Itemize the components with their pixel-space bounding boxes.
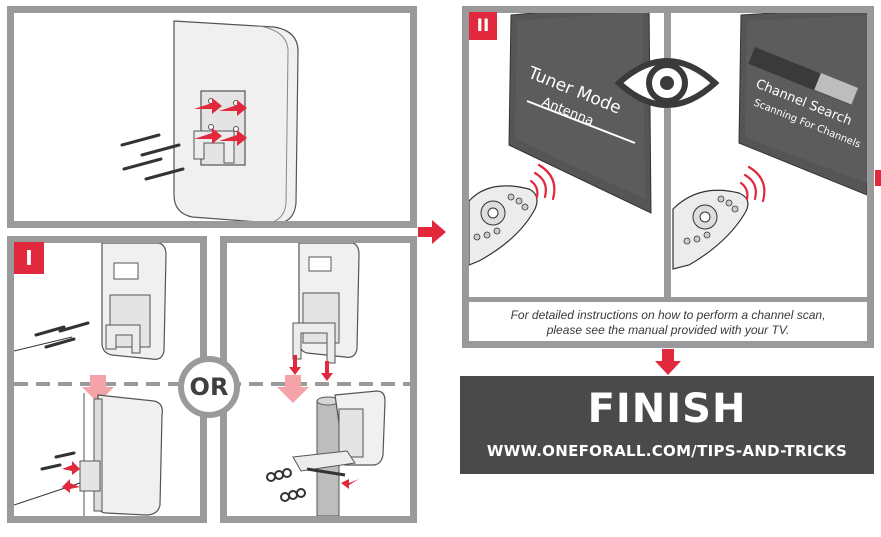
note-line-2: please see the manual provided with your… [546,323,790,337]
bracket-mount-illustration [120,20,299,221]
panel-channel-scan: Tuner Mode Antenna Channel Search Scanni… [462,6,874,304]
arrow-down-icon [655,349,681,375]
eye-icon [614,58,720,108]
panel-wall-mount [7,236,207,523]
panel-pole-mount [220,236,417,523]
finish-title: FINISH [587,386,747,432]
panel-bracket-mount [7,6,417,228]
step-badge-2: II [469,12,497,40]
wall-mount-illustration [14,243,200,516]
pole-mount-illustration [227,243,410,516]
remote-control-left-icon [469,163,556,266]
note-line-1: For detailed instructions on how to perf… [510,308,826,322]
finish-banner: FINISH WWW.ONEFORALL.COM/TIPS-AND-TRICKS [460,376,874,474]
or-separator: OR [178,356,240,418]
arrow-right-icon [418,220,446,244]
edge-marker [875,170,881,186]
remote-control-right-icon [672,165,766,270]
channel-scan-illustration: Tuner Mode Antenna Channel Search Scanni… [469,13,867,297]
step-badge-1: I [14,242,44,274]
channel-scan-note: For detailed instructions on how to perf… [462,302,874,348]
finish-url[interactable]: WWW.ONEFORALL.COM/TIPS-AND-TRICKS [486,442,848,460]
